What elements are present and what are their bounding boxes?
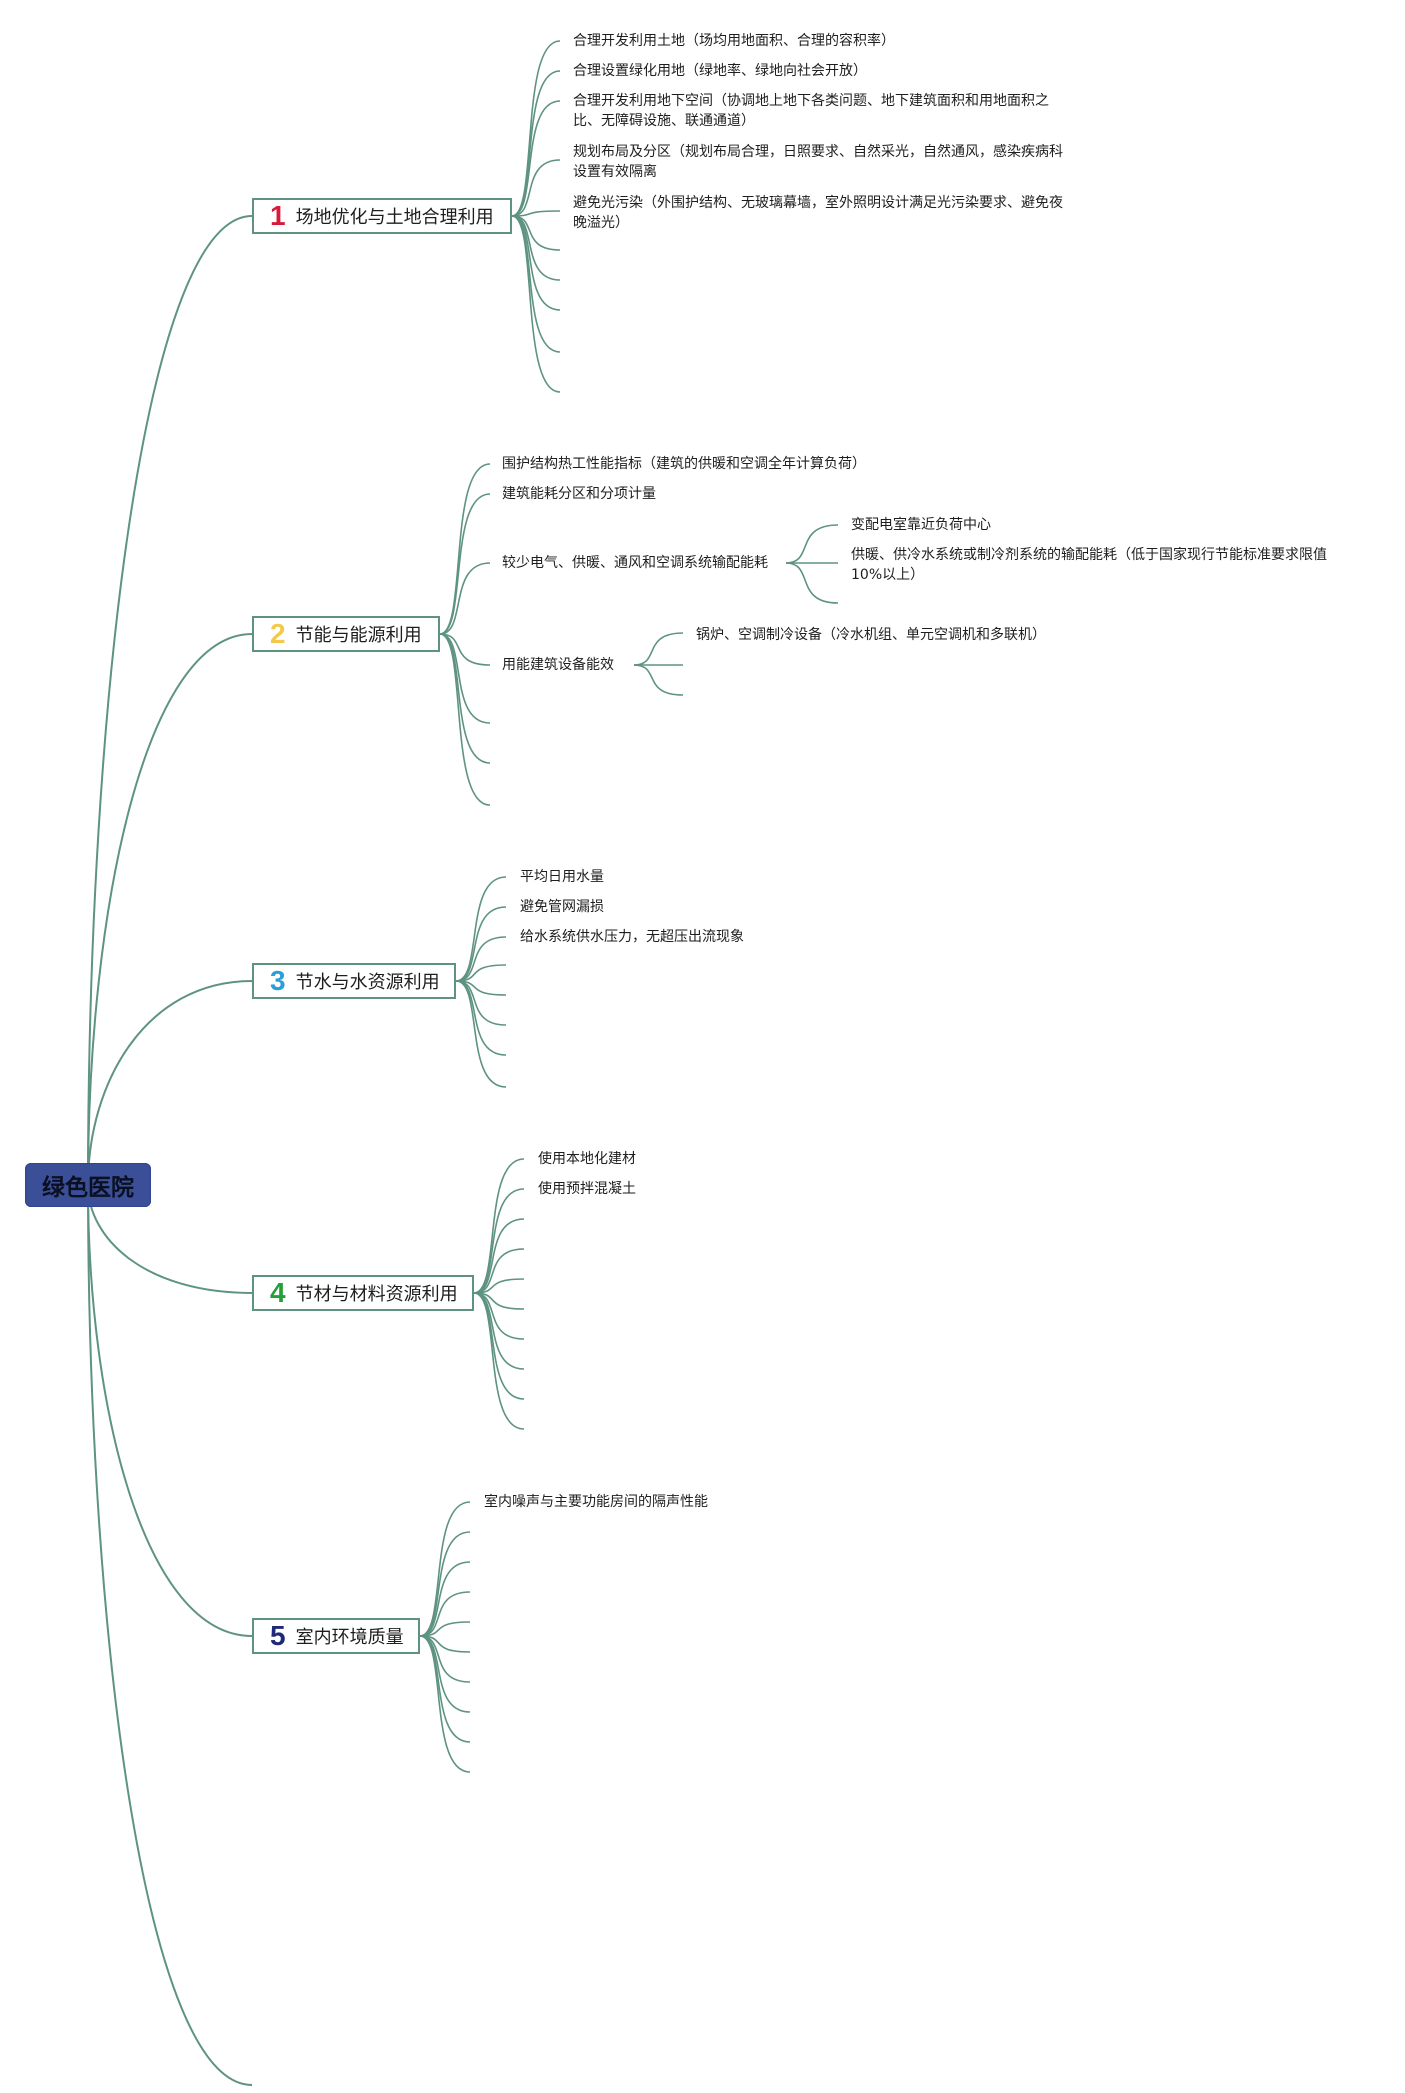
connector-branch-2-leaf-3 [439, 562, 491, 635]
connector-branch-3-leaf-6 [455, 980, 507, 1026]
leaf-land-development: 合理开发利用土地（场均用地面积、合理的容积率） [573, 33, 895, 49]
connector-branch-5-leaf-7 [419, 1635, 471, 1683]
root-node-green-hospital[interactable]: 绿色医院 [25, 1163, 151, 1207]
connector-branch-5-leaf-4 [419, 1591, 471, 1637]
branch-number-badge: 1 [270, 200, 286, 231]
branch-indoor-environment[interactable]: 5 室内环境质量 [252, 1618, 420, 1654]
connector-branch-1-leaf-4 [511, 159, 561, 217]
branch-number-badge: 2 [270, 618, 286, 649]
connector-branch-2-sub-b-3 [633, 664, 684, 696]
branch-water-use[interactable]: 3 节水与水资源利用 [252, 963, 456, 999]
connector-root-to-branch-1 [87, 215, 253, 1186]
connector-branch-3-leaf-8 [455, 980, 507, 1088]
connector-branch-2-leaf-5 [439, 633, 491, 724]
connector-branch-2-leaf-2 [439, 493, 491, 635]
branch-label: 节能与能源利用 [295, 625, 422, 646]
connector-branch-1-leaf-10 [511, 215, 561, 393]
leaf-ready-mix-concrete: 使用预拌混凝土 [538, 1181, 636, 1197]
connector-branch-4-leaf-7 [473, 1292, 525, 1340]
connector-branch-3-leaf-5 [455, 980, 507, 996]
leaf-envelope-thermal: 围护结构热工性能指标（建筑的供暖和空调全年计算负荷） [502, 456, 866, 472]
leaf-daily-water: 平均日用水量 [520, 869, 604, 885]
branch-energy-use[interactable]: 2 节能与能源利用 [252, 616, 440, 652]
leaf-energy-metering: 建筑能耗分区和分项计量 [502, 486, 656, 502]
connector-branch-2-leaf-4 [439, 633, 491, 666]
connector-branch-5-leaf-5 [419, 1621, 471, 1637]
connector-branch-4-leaf-4 [473, 1248, 525, 1294]
connector-branch-2-sub-b-1 [633, 632, 684, 666]
leaf-local-materials: 使用本地化建材 [538, 1151, 636, 1167]
connector-root-to-branch-2 [87, 633, 253, 1186]
leaf-green-land: 合理设置绿化用地（绿地率、绿地向社会开放） [573, 63, 867, 79]
leaf-indoor-noise: 室内噪声与主要功能房间的隔声性能 [484, 1494, 708, 1510]
connector-branch-1-leaf-5 [511, 210, 561, 217]
branch-label: 节水与水资源利用 [295, 972, 440, 993]
connector-branch-4-leaf-2 [473, 1188, 525, 1294]
leaf-pipe-leakage: 避免管网漏损 [520, 899, 604, 915]
connector-branch-2-sub-a-1 [785, 524, 839, 564]
branch-label: 场地优化与土地合理利用 [295, 207, 494, 228]
leaf-layout-zoning: 规划布局及分区（规划布局合理，日照要求、自然采光，自然通风，感染疾病科设置有效隔… [573, 144, 1063, 180]
connector-branch-3-leaf-3 [455, 936, 507, 982]
connector-branch-5-leaf-10 [419, 1635, 471, 1773]
connector-branch-4-leaf-6 [473, 1292, 525, 1310]
connector-branch-4-leaf-3 [473, 1218, 525, 1294]
leaf-equipment-efficiency: 用能建筑设备能效 [502, 657, 614, 673]
branch-label: 节材与材料资源利用 [295, 1284, 458, 1305]
connector-branch-3-leaf-1 [455, 876, 507, 982]
connector-branch-1-leaf-3 [511, 100, 561, 217]
connector-branch-3-leaf-4 [455, 964, 507, 982]
connector-branch-1-leaf-7 [511, 215, 561, 281]
branch-site-land-use[interactable]: 1 场地优化与土地合理利用 [252, 198, 512, 234]
connector-branch-5-leaf-2 [419, 1531, 471, 1637]
connector-branch-1-leaf-9 [511, 215, 561, 353]
branch-materials-use[interactable]: 4 节材与材料资源利用 [252, 1275, 474, 1311]
connector-branch-5-leaf-3 [419, 1561, 471, 1637]
leaf-hvac-transport-energy: 供暖、供冷水系统或制冷剂系统的输配能耗（低于国家现行节能标准要求限值10%以上） [851, 547, 1327, 583]
branch-number-badge: 3 [270, 965, 286, 996]
branch-number-badge: 5 [270, 1620, 286, 1651]
connector-branch-3-leaf-2 [455, 906, 507, 982]
connector-branch-2-leaf-1 [439, 463, 491, 635]
root-node-label: 绿色医院 [42, 1175, 134, 1201]
connector-root-to-branch-3 [87, 980, 253, 1186]
connector-branch-5-leaf-1 [419, 1501, 471, 1637]
connector-branch-2-leaf-7 [439, 633, 491, 806]
connector-branch-4-leaf-10 [473, 1292, 525, 1430]
connector-branch-4-leaf-1 [473, 1158, 525, 1294]
leaf-light-pollution: 避免光污染（外围护结构、无玻璃幕墙，室外照明设计满足光污染要求、避免夜晚溢光） [573, 195, 1063, 231]
connector-branch-4-leaf-5 [473, 1278, 525, 1294]
connector-branch-2-leaf-6 [439, 633, 491, 764]
connector-branch-5-leaf-6 [419, 1635, 471, 1653]
connector-root-to-branch-6 [87, 1184, 253, 2086]
branch-label: 室内环境质量 [295, 1627, 404, 1648]
connector-branch-1-leaf-2 [511, 70, 561, 217]
branch-number-badge: 4 [270, 1277, 286, 1308]
leaf-boiler-chiller: 锅炉、空调制冷设备（冷水机组、单元空调机和多联机） [696, 627, 1046, 643]
leaf-distribution-energy: 较少电气、供暖、通风和空调系统输配能耗 [502, 555, 768, 571]
leaf-supply-pressure: 给水系统供水压力，无超压出流现象 [520, 929, 744, 945]
leaf-underground-space: 合理开发利用地下空间（协调地上地下各类问题、地下建筑面积和用地面积之比、无障碍设… [573, 93, 1049, 129]
leaf-substation-near-load: 变配电室靠近负荷中心 [851, 517, 991, 533]
connector-root-to-branch-5 [87, 1184, 253, 1637]
connector-branch-2-sub-a-3 [785, 562, 839, 604]
